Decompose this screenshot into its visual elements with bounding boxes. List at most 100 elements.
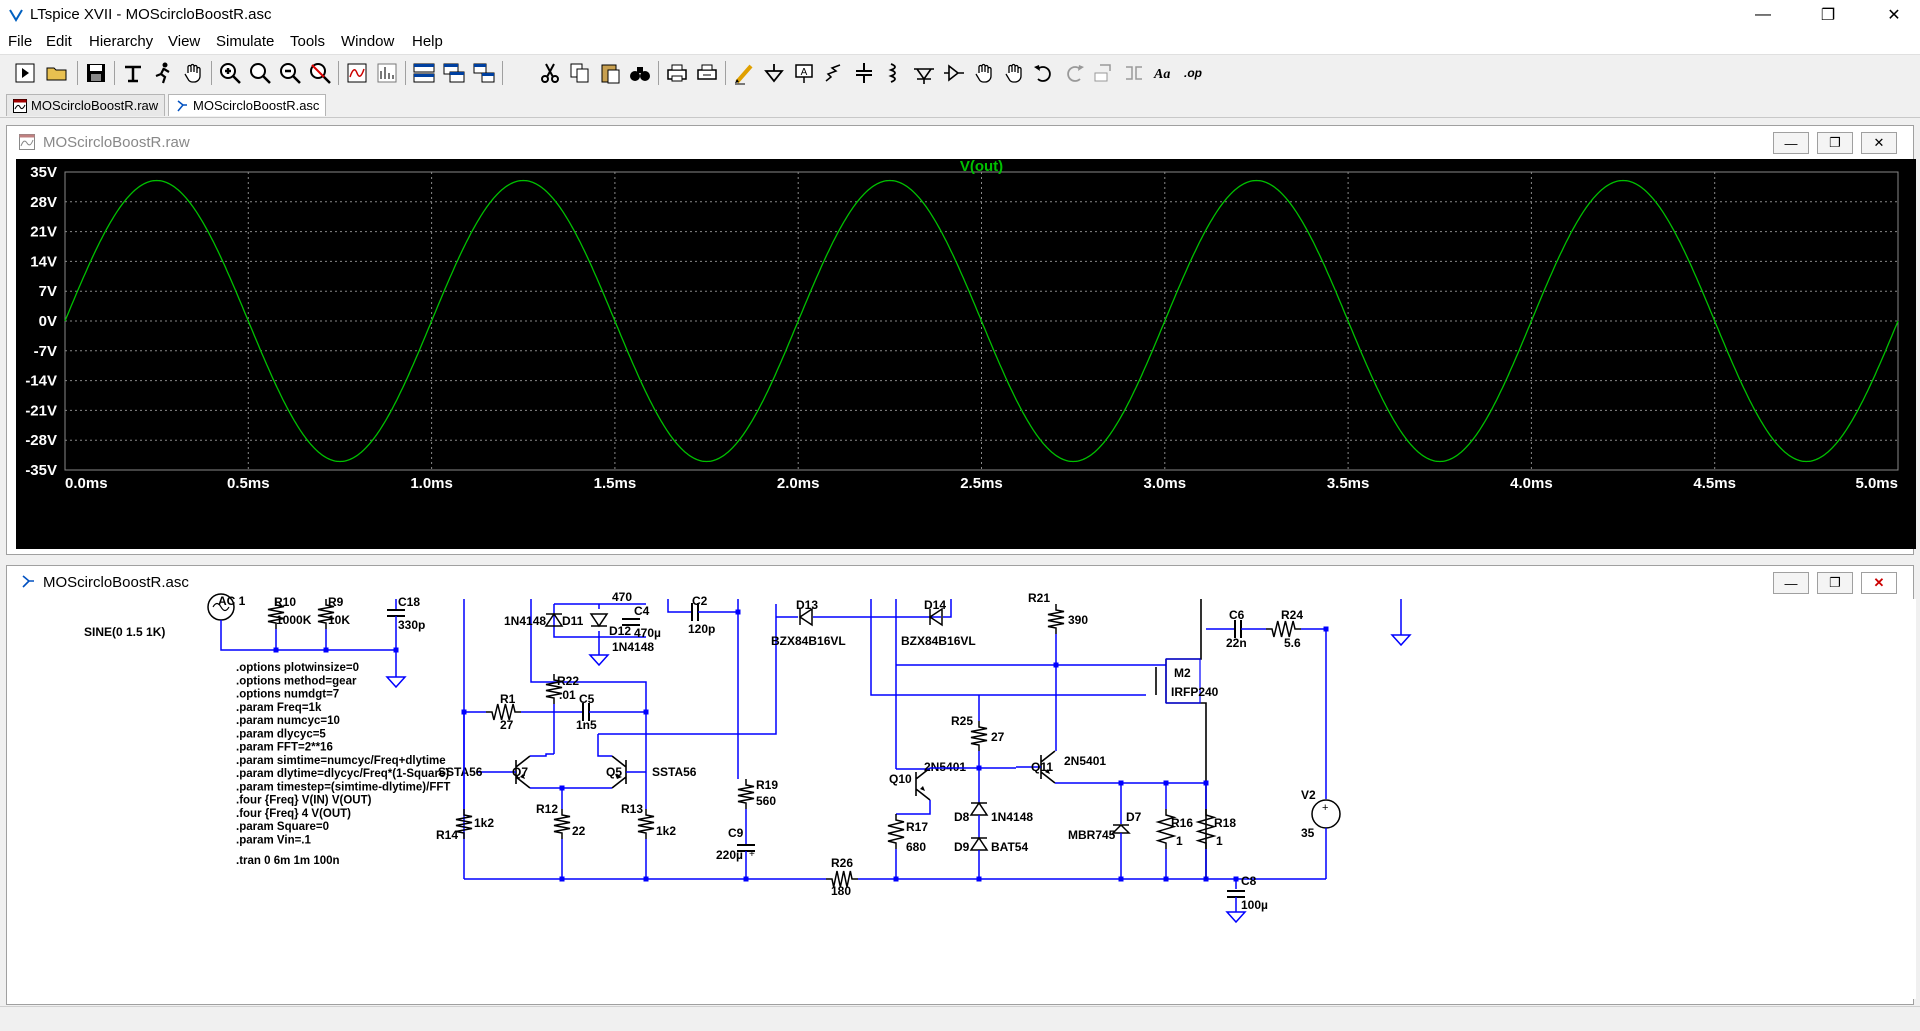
waveform-close-button[interactable]: ✕ bbox=[1861, 132, 1897, 154]
new-schematic-icon[interactable] bbox=[13, 61, 37, 85]
zoom-fit-icon[interactable] bbox=[308, 61, 332, 85]
label-r22v: .01 bbox=[559, 688, 576, 702]
copy-icon[interactable] bbox=[568, 61, 592, 85]
zoom-out-icon[interactable] bbox=[278, 61, 302, 85]
component-icon[interactable] bbox=[942, 61, 966, 85]
close-button[interactable]: ✕ bbox=[1887, 7, 1901, 24]
cascade-icon[interactable] bbox=[472, 61, 496, 85]
find-icon[interactable] bbox=[628, 61, 652, 85]
waveform-window-titlebar: MOScircloBoostR.raw — ❐ ✕ bbox=[7, 126, 1913, 158]
diode-icon[interactable] bbox=[912, 61, 936, 85]
label-q7: Q7 bbox=[512, 765, 528, 779]
control-panel-icon[interactable] bbox=[121, 61, 145, 85]
resistor-r17 bbox=[887, 814, 905, 849]
spice-directive: .options numdgt=7 bbox=[236, 689, 339, 701]
tab-asc-file[interactable]: MOScircloBoostR.asc bbox=[168, 94, 327, 116]
wire bbox=[667, 599, 691, 613]
label-d12v: 1N4148 bbox=[612, 640, 654, 654]
run-icon[interactable] bbox=[151, 61, 175, 85]
resistor-r26 bbox=[826, 870, 858, 888]
ground-icon[interactable] bbox=[762, 61, 786, 85]
tile-vertical-icon[interactable] bbox=[442, 61, 466, 85]
label-d8: D8 bbox=[954, 810, 970, 824]
label-ac1: AC 1 bbox=[218, 594, 246, 608]
cut-icon[interactable] bbox=[538, 61, 562, 85]
waveform-window-title: MOScircloBoostR.raw bbox=[43, 134, 190, 151]
junction bbox=[976, 765, 982, 771]
undo-icon[interactable] bbox=[1032, 61, 1056, 85]
x-tick-label: 0.0ms bbox=[65, 475, 108, 492]
label-c18v: 330p bbox=[398, 618, 425, 632]
label-r26v: 180 bbox=[831, 884, 851, 898]
capacitor-icon[interactable] bbox=[852, 61, 876, 85]
label-c8v: 100µ bbox=[1241, 898, 1268, 912]
menu-file[interactable]: File bbox=[8, 33, 33, 50]
label-r13v: 1k2 bbox=[656, 824, 676, 838]
wire bbox=[870, 599, 1056, 696]
menu-simulate[interactable]: Simulate bbox=[216, 33, 275, 50]
diode-d11 bbox=[544, 612, 564, 627]
wire bbox=[220, 620, 396, 651]
inductor-icon[interactable] bbox=[882, 61, 906, 85]
transistor-q10 bbox=[915, 767, 931, 801]
rotate-icon[interactable] bbox=[1092, 61, 1116, 85]
resistor-r21 bbox=[1047, 604, 1065, 634]
label-m2v: IRFP240 bbox=[1171, 685, 1219, 699]
ltspice-app-icon bbox=[9, 9, 23, 22]
open-folder-icon[interactable] bbox=[45, 61, 69, 85]
spice-directive-icon[interactable]: .op bbox=[1182, 61, 1206, 85]
mirror-icon[interactable] bbox=[1122, 61, 1146, 85]
menu-hierarchy[interactable]: Hierarchy bbox=[89, 33, 154, 50]
label-r9: R9 bbox=[328, 595, 344, 609]
polarity-plus: + bbox=[1322, 802, 1328, 814]
schematic-window-icon bbox=[22, 575, 34, 588]
text-icon[interactable]: Aa bbox=[1152, 61, 1176, 85]
print-icon[interactable] bbox=[665, 61, 689, 85]
tile-horizontal-icon[interactable] bbox=[412, 61, 436, 85]
schematic-minimize-button[interactable]: — bbox=[1773, 572, 1809, 594]
draw-wire-icon[interactable] bbox=[732, 61, 756, 85]
move-hand-icon[interactable] bbox=[972, 61, 996, 85]
label-r12: R12 bbox=[536, 802, 558, 816]
label-net-icon[interactable]: A bbox=[792, 61, 816, 85]
waveform-minimize-button[interactable]: — bbox=[1773, 132, 1809, 154]
schematic-window-titlebar: MOScircloBoostR.asc — ❐ ✕ bbox=[7, 566, 1913, 598]
menu-tools[interactable]: Tools bbox=[290, 33, 326, 50]
y-tick-label: 35V bbox=[30, 164, 57, 181]
label-q11: Q11 bbox=[1031, 760, 1053, 774]
pan-icon[interactable] bbox=[248, 61, 272, 85]
redo-icon[interactable] bbox=[1062, 61, 1086, 85]
label-q5m: SSTA56 bbox=[652, 765, 697, 779]
label-r16v: 1 bbox=[1176, 834, 1183, 848]
save-icon[interactable] bbox=[84, 61, 108, 85]
restore-button[interactable]: ❐ bbox=[1820, 7, 1836, 24]
halt-icon[interactable] bbox=[181, 61, 205, 85]
menu-window[interactable]: Window bbox=[341, 33, 395, 50]
waveform-restore-button[interactable]: ❐ bbox=[1817, 132, 1853, 154]
label-r10: R10 bbox=[274, 595, 296, 609]
menu-view[interactable]: View bbox=[168, 33, 201, 50]
fft-icon[interactable] bbox=[375, 61, 399, 85]
menu-help[interactable]: Help bbox=[412, 33, 443, 50]
resistor-icon[interactable] bbox=[822, 61, 846, 85]
polarity-mark: + bbox=[749, 849, 755, 860]
schematic-restore-button[interactable]: ❐ bbox=[1817, 572, 1853, 594]
label-r9v: 10K bbox=[328, 613, 350, 627]
zoom-in-icon[interactable] bbox=[218, 61, 242, 85]
spice-directive: .param numcyc=10 bbox=[236, 715, 340, 727]
resistor-r14 bbox=[455, 809, 473, 839]
schematic-close-button[interactable]: ✕ bbox=[1861, 572, 1897, 594]
minimize-button[interactable]: — bbox=[1755, 6, 1771, 23]
menu-edit[interactable]: Edit bbox=[46, 33, 72, 50]
print-preview-icon[interactable] bbox=[695, 61, 719, 85]
paste-icon[interactable] bbox=[598, 61, 622, 85]
tab-raw-file[interactable]: MOScircloBoostR.raw bbox=[6, 94, 166, 116]
drag-hand-icon[interactable] bbox=[1002, 61, 1026, 85]
capacitor-c8 bbox=[1227, 890, 1245, 898]
diode-d13 bbox=[798, 607, 813, 627]
autorange-icon[interactable] bbox=[345, 61, 369, 85]
